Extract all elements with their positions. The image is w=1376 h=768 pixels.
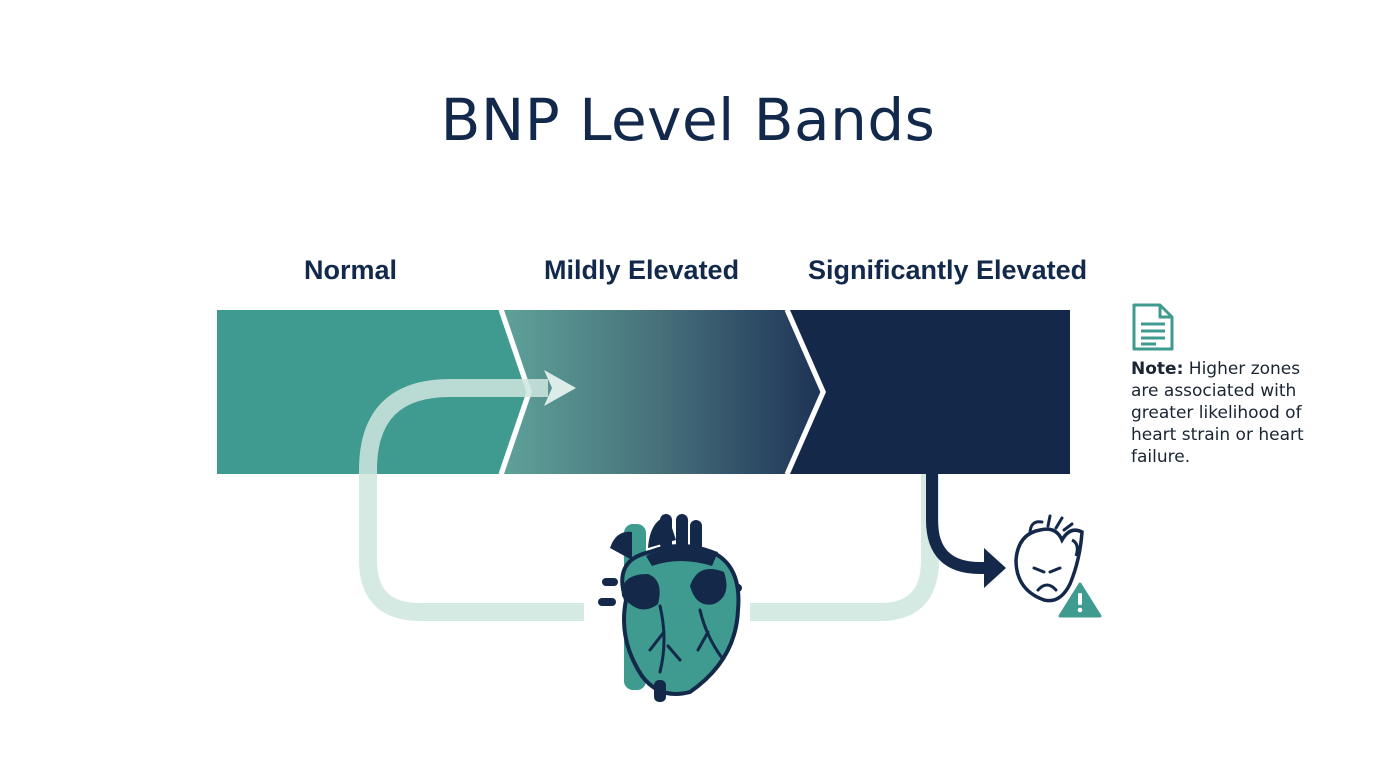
page-title: BNP Level Bands	[440, 86, 936, 154]
distressed-heart-icon	[1014, 514, 1084, 603]
loop-arrow-head	[544, 370, 576, 406]
document-icon	[1132, 303, 1174, 351]
note-body: Higher zones are associated with greater…	[1131, 359, 1304, 467]
loop-arrow	[359, 379, 584, 621]
heart-icon	[598, 514, 742, 702]
band-mildly-elevated	[504, 310, 822, 474]
band-label-normal: Normal	[304, 255, 398, 285]
band-significantly-elevated	[790, 310, 1070, 474]
escalation-arrow	[926, 474, 992, 574]
band-label-mildly-elevated: Mildly Elevated	[544, 255, 740, 285]
warning-icon	[1058, 582, 1102, 618]
band-normal	[217, 310, 528, 474]
note-lead: Note:	[1131, 359, 1184, 379]
note-text: Note: Higher zones are associated with g…	[1131, 358, 1331, 468]
band-label-significantly-elevated: Significantly Elevated	[808, 255, 1088, 285]
